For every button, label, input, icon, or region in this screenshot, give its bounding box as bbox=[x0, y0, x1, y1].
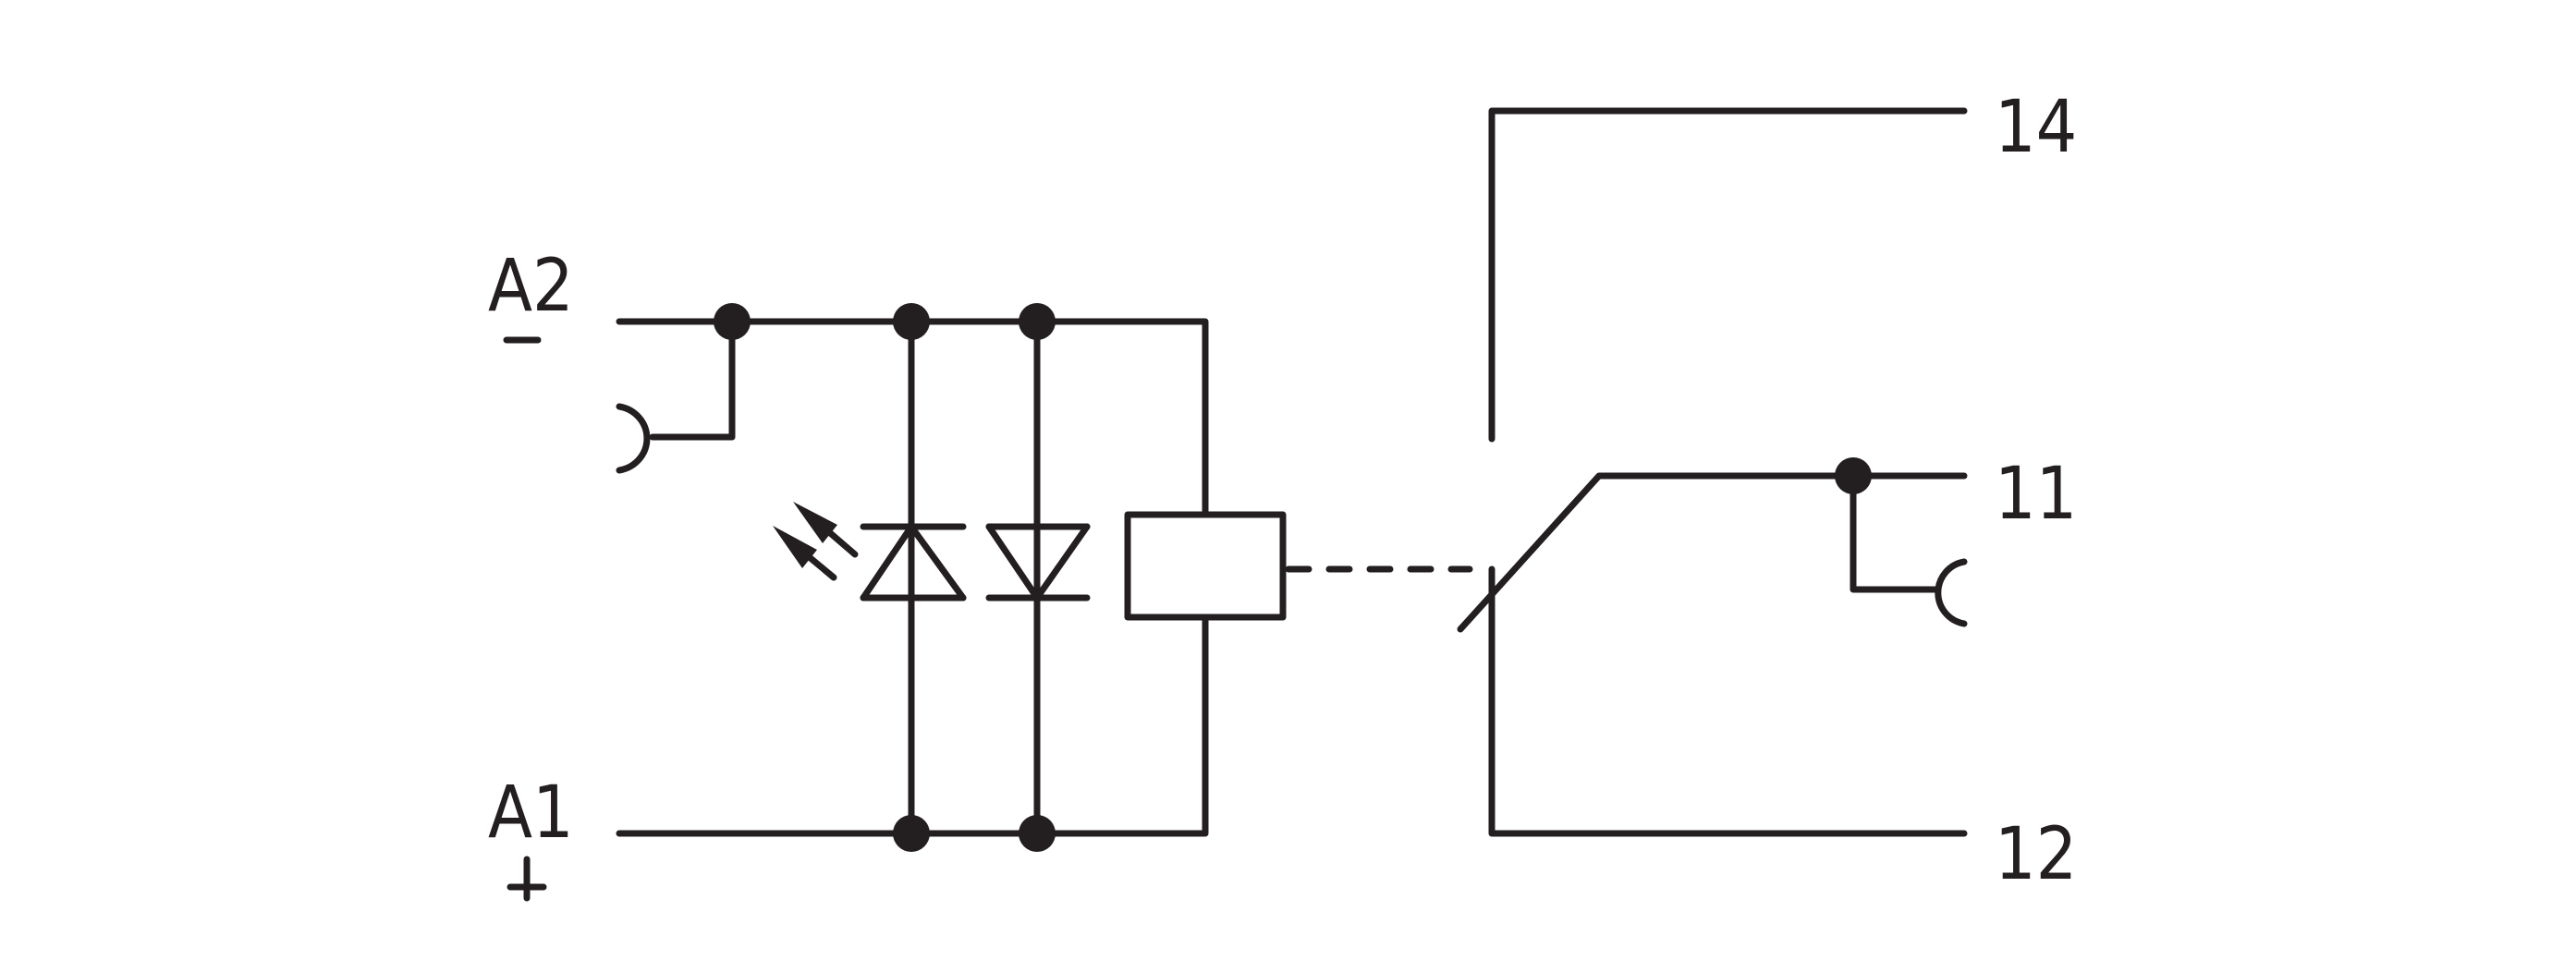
junction-dot bbox=[893, 815, 930, 852]
terminal-label-11: 11 bbox=[1995, 453, 2077, 536]
relay-coil bbox=[1124, 511, 1287, 621]
led-diode-icon bbox=[773, 502, 967, 602]
junction-dot bbox=[1835, 457, 1872, 494]
terminal-label-a1: A1 bbox=[488, 772, 574, 855]
junction-dot bbox=[1019, 815, 1056, 852]
junction-dot bbox=[1019, 303, 1056, 340]
changeover-contact bbox=[1457, 107, 1968, 837]
socket-11-icon bbox=[1935, 558, 1968, 627]
terminal-label-a2: A2 bbox=[488, 245, 574, 328]
terminal-label-12: 12 bbox=[1995, 813, 2077, 896]
junction-dot bbox=[714, 303, 751, 340]
coil-circuit bbox=[616, 303, 1287, 852]
terminal-label-14: 14 bbox=[1995, 86, 2077, 169]
plus-sign bbox=[507, 856, 547, 902]
socket-a2-icon bbox=[616, 403, 651, 474]
diode-icon bbox=[985, 523, 1091, 602]
junction-dot bbox=[893, 303, 930, 340]
